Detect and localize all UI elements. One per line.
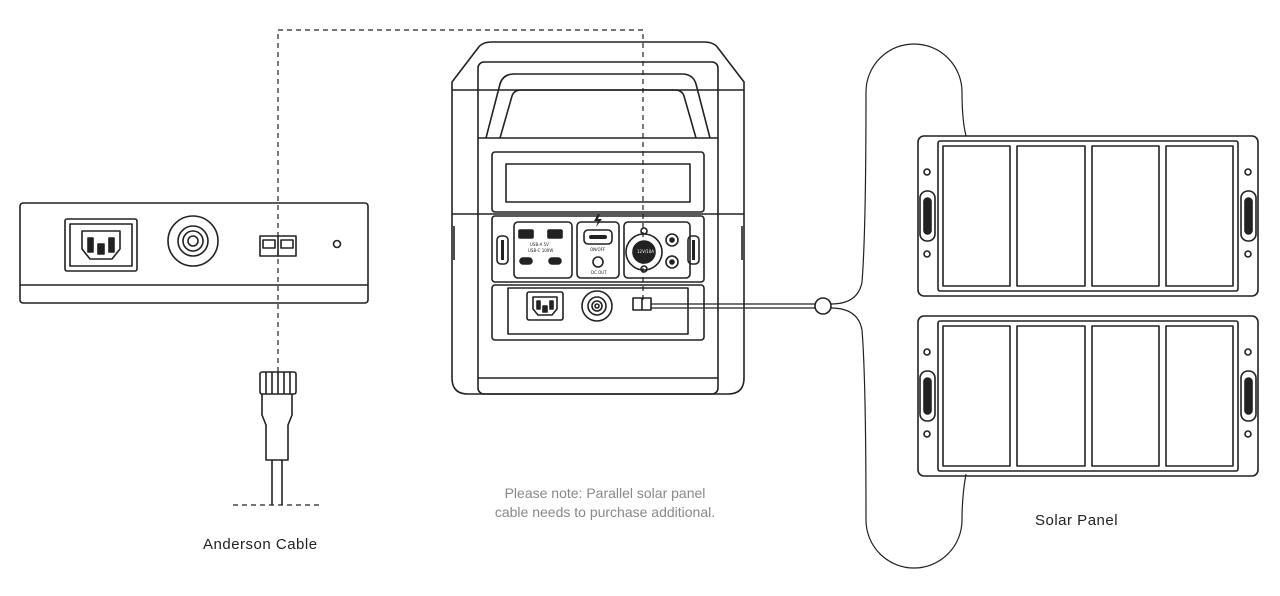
power-station: USB-A 5V USB-C 100W ON/OFF DC OUT 12V/10… (451, 41, 745, 395)
anderson-cable-label: Anderson Cable (203, 536, 318, 553)
panel-handle-icon (919, 190, 936, 242)
usb-c-port-1 (519, 257, 533, 265)
usb-a-port-2 (547, 229, 563, 239)
ac-input-box (19, 202, 369, 304)
indicator-dot-icon (332, 239, 342, 249)
solar-panel-top (917, 135, 1259, 297)
solar-input-cable (651, 303, 823, 309)
usb-port-group: USB-A 5V USB-C 100W (496, 221, 573, 279)
panel-handle-icon (1240, 370, 1257, 422)
station-ac-socket-icon (526, 291, 564, 321)
dc-label: 12V/10A (637, 249, 654, 254)
anderson-connector-icon (233, 371, 323, 506)
usb-c-pd-port (583, 229, 613, 245)
parallel-splitter-icon (814, 297, 832, 315)
car-port-group: 12V/10A (623, 221, 700, 279)
station-dc-round-port-icon (581, 290, 613, 322)
power-button-group: ON/OFF DC OUT (576, 214, 620, 279)
lightning-icon (594, 214, 602, 227)
note-line-1: Please note: Parallel solar panel (504, 485, 706, 501)
dashed-cable-line (277, 29, 644, 372)
station-anderson-port-icon (632, 297, 652, 311)
solar-panel-label: Solar Panel (1035, 512, 1119, 529)
dc5521-port-1 (665, 233, 679, 247)
panel-handle-icon (1240, 190, 1257, 242)
dc-output-label: DC OUT (591, 270, 607, 275)
power-button (592, 256, 604, 268)
parallel-cable-note: Please note: Parallel solar panel cable … (430, 484, 780, 522)
usb-label-1: USB-A 5V (530, 242, 549, 247)
solar-panel-bottom (917, 315, 1259, 477)
panel-handle-icon (919, 370, 936, 422)
dc-round-port-icon (167, 215, 219, 267)
usb-a-port-1 (518, 229, 534, 239)
ac-socket-icon (64, 218, 138, 272)
usb-label-2: USB-C 100W (528, 248, 553, 253)
solar-branch-cable (830, 43, 967, 569)
usb-c-port-2 (548, 257, 562, 265)
dc5521-port-2 (665, 255, 679, 269)
power-button-label: ON/OFF (590, 247, 606, 252)
note-line-2: cable needs to purchase additional. (494, 504, 716, 520)
